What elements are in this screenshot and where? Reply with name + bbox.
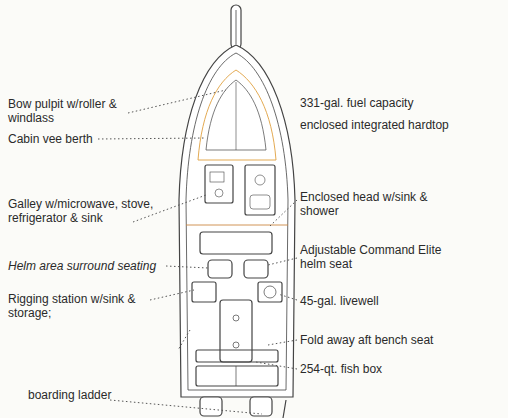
callout-label: Galley w/microwave, stove, refrigerator …: [8, 197, 158, 225]
callout-label: 331-gal. fuel capacity: [300, 96, 450, 110]
callout-label: 254-qt. fish box: [300, 362, 440, 376]
callout-label: Cabin vee berth: [8, 132, 108, 146]
callout-label: Enclosed head w/sink & shower: [300, 190, 445, 218]
hull: [179, 5, 295, 418]
leader-lines: [98, 90, 297, 414]
callout-label: Fold away aft bench seat: [300, 333, 470, 347]
callout-label: 45-gal. livewell: [300, 294, 440, 308]
callout-label: Bow pulpit w/roller & windlass: [8, 97, 133, 125]
callout-label: Rigging station w/sink & storage;: [8, 292, 153, 320]
callout-label: Helm area surround seating: [8, 259, 178, 273]
callout-label: Adjustable Command Elite helm seat: [300, 243, 465, 271]
callout-label: boarding ladder: [28, 388, 128, 402]
callout-label: enclosed integrated hardtop: [300, 118, 450, 132]
